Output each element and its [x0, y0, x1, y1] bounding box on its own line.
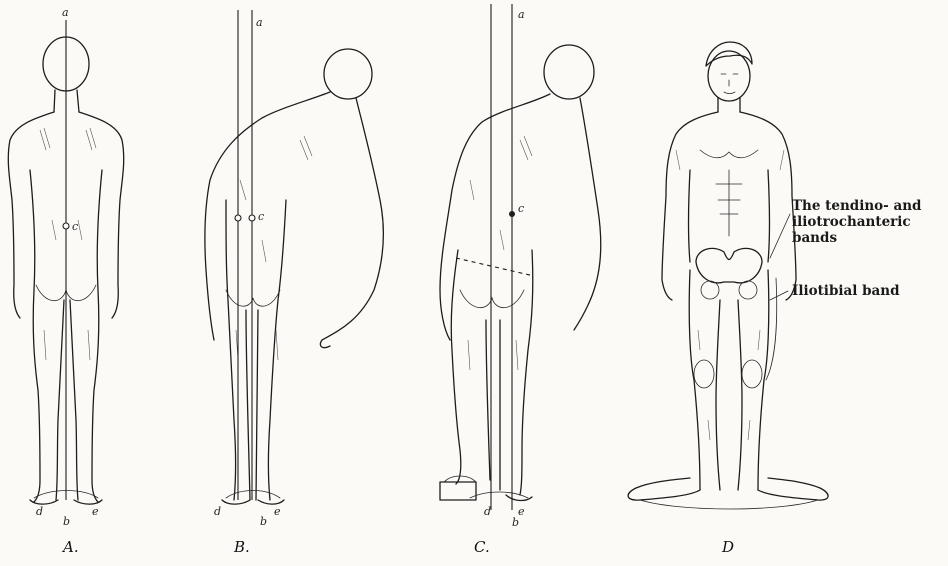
figure-b-body-outline: [205, 49, 384, 504]
figure-b-center-point: [249, 215, 255, 221]
figure-c-label-d: d: [484, 505, 491, 518]
figure-a-center-point: [63, 223, 69, 229]
figure-b-label-e: e: [274, 505, 281, 518]
figure-d-body-outline: [628, 42, 828, 509]
figure-b-side-bend-view: a c d b e B.: [205, 10, 384, 556]
figure-a-label-b: b: [63, 515, 70, 528]
figure-d-annotation-bands-line1: The tendino- and: [792, 198, 922, 214]
figure-a-label-c: c: [72, 220, 78, 233]
figure-b-label-b: b: [260, 515, 267, 528]
figure-c-raised-foot-view: a c d b e C.: [440, 4, 601, 556]
figure-a-label-d: d: [36, 505, 43, 518]
figure-c-center-point: [509, 211, 515, 217]
figure-c-pelvic-tilt-line: [456, 258, 534, 276]
figure-d-annotation-bands-line2: iliotrochanteric: [792, 214, 911, 230]
figure-a-caption: A.: [61, 538, 79, 556]
figure-b-label-c: c: [258, 210, 264, 223]
figure-d-front-view: The tendino- and iliotrochanteric bands …: [628, 42, 922, 556]
figure-b-caption: B.: [233, 538, 250, 556]
figure-c-caption: C.: [474, 538, 490, 556]
figure-c-label-c: c: [518, 202, 524, 215]
figure-c-label-a: a: [518, 8, 525, 21]
figure-d-leader-iliotibial: [770, 291, 788, 300]
figure-a-back-view: a c d b e A.: [8, 6, 123, 556]
figure-d-annotation-iliotibial: Iliotibial band: [792, 283, 900, 299]
figure-a-label-e: e: [92, 505, 99, 518]
figure-b-label-d: d: [214, 505, 221, 518]
figure-b-point-left: [235, 215, 241, 221]
figure-b-label-a: a: [256, 16, 263, 29]
figure-d-annotation-bands-line3: bands: [792, 230, 837, 246]
figure-d-leader-bands: [770, 214, 790, 258]
figure-c-label-e: e: [518, 505, 525, 518]
figure-d-caption: D: [721, 538, 734, 556]
figure-a-label-a: a: [62, 6, 69, 19]
figure-d-hair: [706, 42, 752, 66]
figure-d-pelvis: [696, 248, 762, 283]
